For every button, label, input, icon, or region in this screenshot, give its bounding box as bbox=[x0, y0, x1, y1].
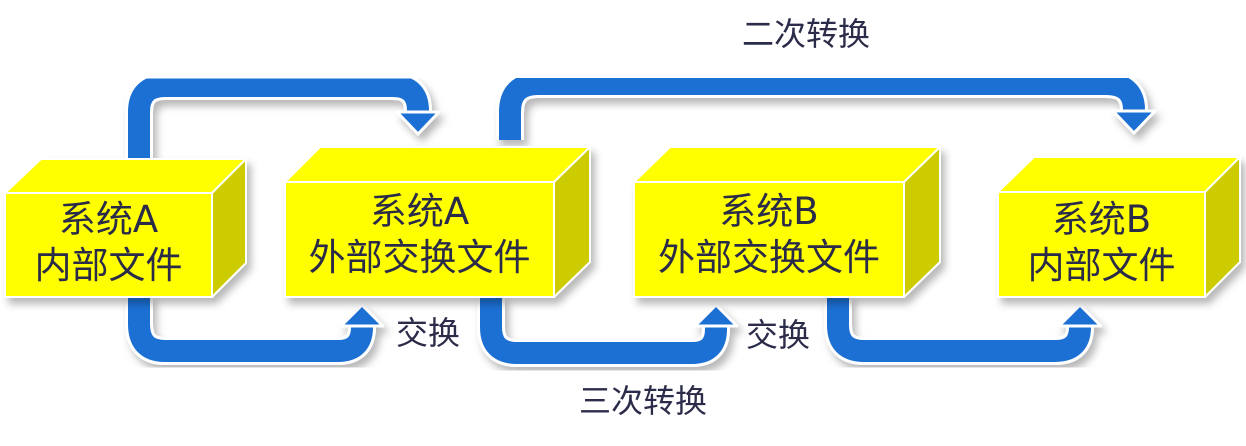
label-tertiary-conversion: 三次转换 bbox=[579, 382, 707, 420]
box-label-line1: 系统B bbox=[1052, 198, 1151, 241]
box-system-b-external: 系统B 外部交换文件 bbox=[633, 146, 941, 298]
box-front-face bbox=[633, 181, 905, 298]
box-front-face bbox=[4, 192, 213, 298]
labels-layer: 二次转换 三次转换 交换 交换 bbox=[396, 15, 870, 420]
box-top-face bbox=[284, 146, 591, 183]
box-system-a-internal: 系统A 内部文件 bbox=[4, 158, 247, 298]
box-label-line1: 系统A bbox=[370, 190, 469, 233]
box-label-line2: 外部交换文件 bbox=[309, 236, 531, 279]
label-secondary-conversion: 二次转换 bbox=[742, 15, 870, 53]
box-label-line1: 系统A bbox=[59, 198, 158, 241]
box-label-line2: 内部文件 bbox=[35, 244, 183, 287]
box-label-line1: 系统B bbox=[719, 190, 818, 233]
boxes-layer: 系统A 内部文件 系统A 外部交换文件 系统B 外部交换文件 系统B 内部文件 bbox=[4, 146, 1241, 298]
label-exchange-right: 交换 bbox=[746, 316, 810, 354]
box-system-a-external: 系统A 外部交换文件 bbox=[284, 146, 591, 298]
arrow-secondary-conversion bbox=[496, 70, 1157, 140]
label-exchange-left: 交换 bbox=[396, 314, 460, 352]
box-top-face bbox=[4, 158, 247, 194]
arrows-layer bbox=[125, 70, 1157, 367]
box-top-face bbox=[633, 146, 941, 183]
box-top-face bbox=[997, 156, 1241, 193]
arrow-tertiary-conversion bbox=[477, 296, 739, 367]
box-label-line2: 外部交换文件 bbox=[658, 236, 880, 279]
arrow-a-internal-to-a-external-top bbox=[125, 72, 441, 160]
arrow-a-internal-to-a-external-bottom bbox=[125, 296, 385, 365]
box-label-line2: 内部文件 bbox=[1028, 244, 1176, 287]
arrow-b-external-to-b-internal-bottom bbox=[824, 296, 1103, 365]
box-front-face bbox=[284, 181, 555, 298]
box-front-face bbox=[997, 191, 1206, 298]
box-system-b-internal: 系统B 内部文件 bbox=[997, 156, 1241, 298]
